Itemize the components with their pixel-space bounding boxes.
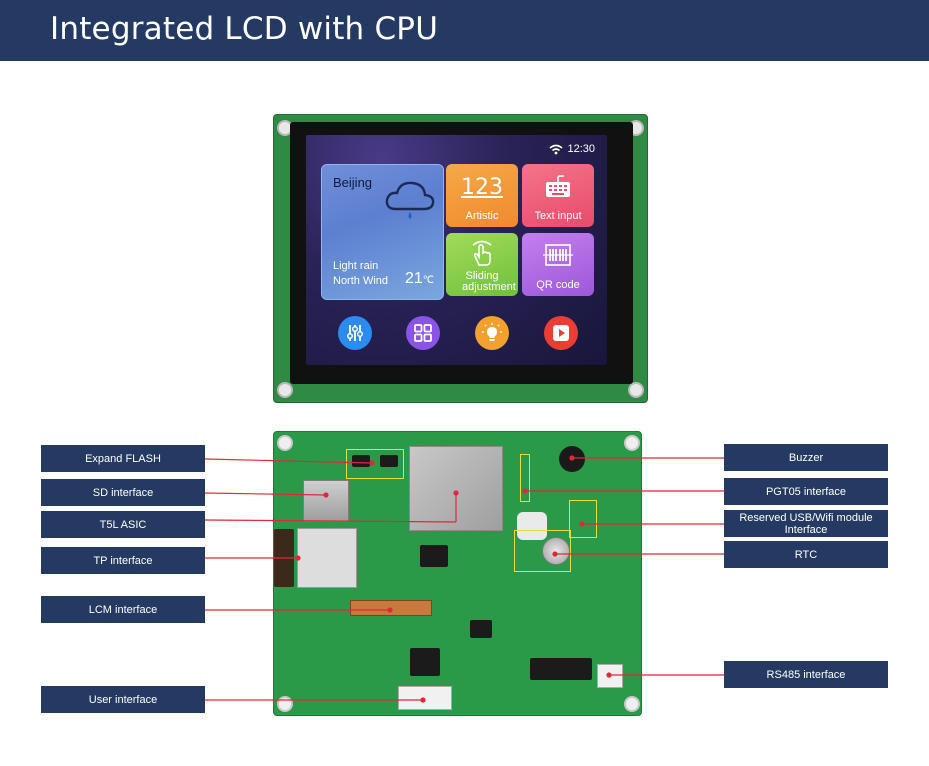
- label-tp-interface: TP interface: [41, 547, 205, 574]
- tile-text-input[interactable]: Text input: [522, 164, 594, 227]
- mount-hole: [277, 382, 293, 398]
- dock-video-button[interactable]: [544, 316, 578, 350]
- user-interface-connector: [398, 686, 452, 710]
- play-icon: [553, 325, 569, 341]
- page-title: Integrated LCD with CPU: [50, 11, 439, 47]
- grid-icon: [414, 324, 432, 342]
- ic-chip: [410, 648, 440, 676]
- label-lcm-interface: LCM interface: [41, 596, 205, 623]
- mount-hole: [277, 435, 293, 451]
- weather-temperature: 21℃: [405, 270, 434, 288]
- dock-apps-button[interactable]: [406, 316, 440, 350]
- tile-artistic[interactable]: 123 Artistic: [446, 164, 518, 227]
- label-pgt05-interface: PGT05 interface: [724, 478, 888, 505]
- qr-scanner-icon: [543, 244, 573, 266]
- label-rs485-interface: RS485 interface: [724, 661, 888, 688]
- dock-settings-button[interactable]: [338, 316, 372, 350]
- weather-city: Beijing: [333, 175, 373, 190]
- rtc-highlight: [514, 530, 571, 572]
- hand-touch-icon: [472, 240, 492, 266]
- rain-cloud-icon: [385, 181, 435, 219]
- label-buzzer: Buzzer: [724, 444, 888, 471]
- lcd-screen: 12:30 Beijing Light rain North Wind 21℃ …: [306, 135, 607, 365]
- keyboard-icon: [546, 175, 570, 197]
- label-sd-interface: SD interface: [41, 479, 205, 506]
- label-user-interface: User interface: [41, 686, 205, 713]
- rtc-battery: [542, 537, 570, 565]
- sliders-icon: [346, 325, 364, 341]
- tile-qr-code[interactable]: QR code: [522, 233, 594, 296]
- tile-artistic-label: Artistic: [465, 210, 499, 222]
- temperature-unit: ℃: [422, 275, 435, 286]
- weather-card[interactable]: Beijing Light rain North Wind 21℃: [321, 164, 444, 300]
- flash-chip: [352, 455, 370, 467]
- wifi-icon: [549, 144, 563, 154]
- status-bar: 12:30: [549, 143, 595, 155]
- tile-qr-code-label: QR code: [536, 279, 580, 291]
- label-rtc: RTC: [724, 541, 888, 568]
- mount-hole: [628, 382, 644, 398]
- mount-hole: [624, 435, 640, 451]
- weather-conditions: Light rain North Wind: [333, 259, 388, 289]
- label-usb-wifi-interface: Reserved USB/Wifi module Interface: [724, 510, 888, 537]
- weather-condition: Light rain: [333, 260, 379, 272]
- dock-light-button[interactable]: [475, 316, 509, 350]
- wifi-pad-area: [517, 512, 547, 540]
- status-time: 12:30: [567, 143, 595, 155]
- label-t5l-asic: T5L ASIC: [41, 511, 205, 538]
- flash-chip: [380, 455, 398, 467]
- ic-chip: [470, 620, 492, 638]
- tile-sliding-adjustment[interactable]: Sliding adjustment: [446, 233, 518, 296]
- pgt05-header: [520, 454, 530, 502]
- label-expand-flash: Expand FLASH: [41, 445, 205, 472]
- temperature-value: 21: [405, 270, 423, 287]
- mount-hole: [624, 696, 640, 712]
- weather-wind: North Wind: [333, 275, 389, 287]
- ic-chip: [420, 545, 448, 567]
- light-bulb-icon: [482, 323, 502, 341]
- usb-wifi-pads: [569, 500, 597, 538]
- flash-highlight: [346, 449, 404, 479]
- tp-connector: [297, 528, 357, 588]
- tile-sliding-adjustment-label: Sliding adjustment: [462, 270, 516, 293]
- tile-text-input-label: Text input: [534, 210, 582, 222]
- header-banner: Integrated LCD with CPU: [0, 0, 929, 61]
- tile-artistic-number: 123: [461, 175, 503, 200]
- rs485-driver-chips: [530, 658, 592, 680]
